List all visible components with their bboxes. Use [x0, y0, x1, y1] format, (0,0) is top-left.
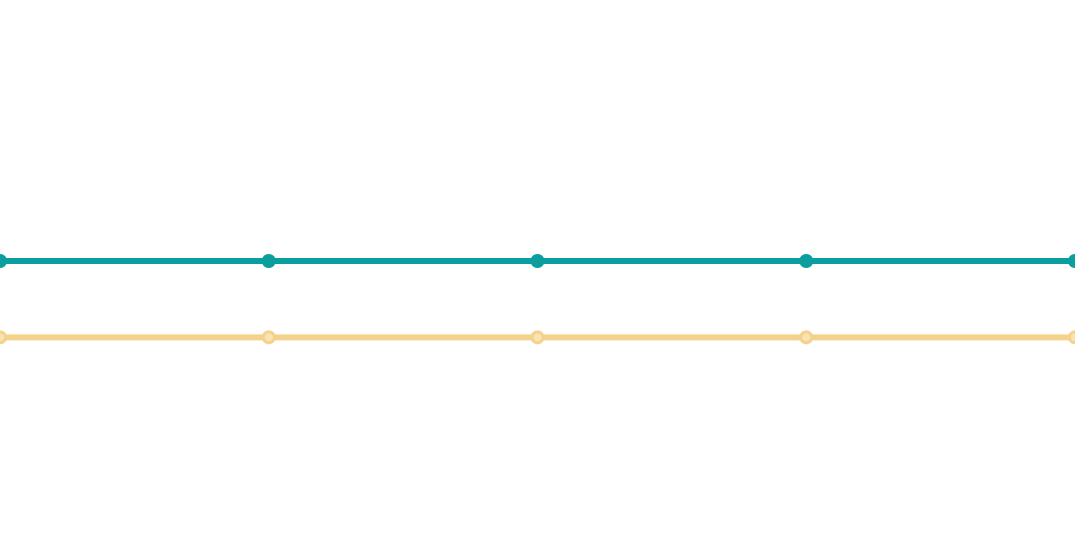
series-2-point-3: [530, 330, 545, 345]
series-2-point-1: [0, 330, 7, 345]
series-2: [0, 330, 1075, 345]
series-1-point-3: [530, 254, 545, 269]
series-layer: [0, 254, 1075, 345]
series-1-point-1: [0, 254, 7, 269]
series-1-point-5: [1068, 254, 1075, 269]
series-2-point-5: [1068, 330, 1075, 345]
series-2-point-4: [799, 330, 814, 345]
series-1-point-4: [799, 254, 814, 269]
series-2-point-2: [261, 330, 276, 345]
series-1-point-2: [261, 254, 276, 269]
series-1: [0, 254, 1075, 269]
